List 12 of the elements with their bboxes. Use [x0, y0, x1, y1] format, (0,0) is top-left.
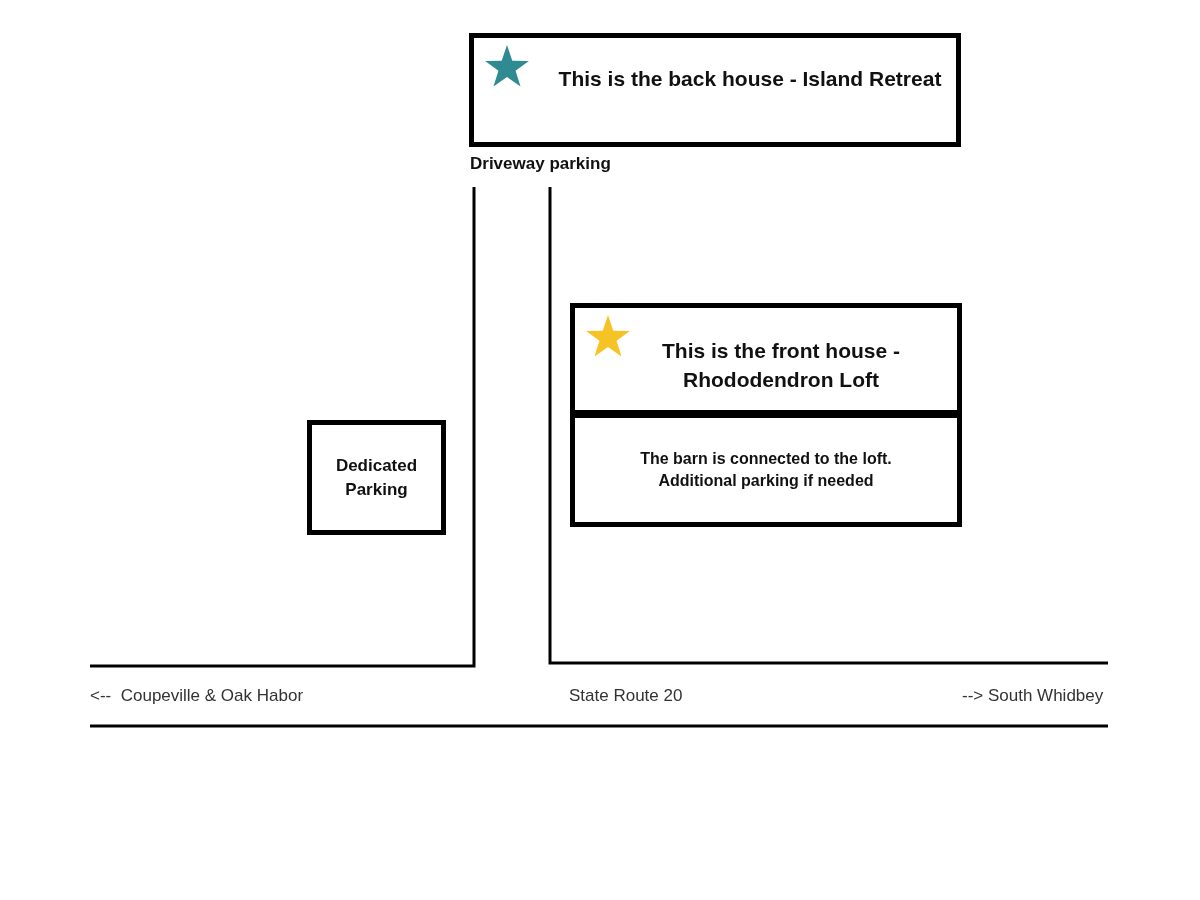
building-box [307, 420, 446, 535]
building-label: This is the back house - Island Retreat [558, 66, 942, 92]
direction-label: --> South Whidbey [962, 686, 1104, 706]
area-label: Dedicated Parking [334, 454, 419, 501]
direction-label: <-- Coupeville & Oak Habor [90, 686, 304, 706]
building-box [570, 413, 962, 527]
building-label: The barn is connected to the loft. Additional parking if needed [639, 448, 893, 491]
driveway-label: Driveway parking [470, 154, 611, 174]
building-label: This is the front house - Rhododendron Loft [661, 338, 901, 394]
building-box [570, 303, 962, 415]
road-name-label: State Route 20 [569, 686, 683, 706]
building-box [469, 33, 961, 147]
